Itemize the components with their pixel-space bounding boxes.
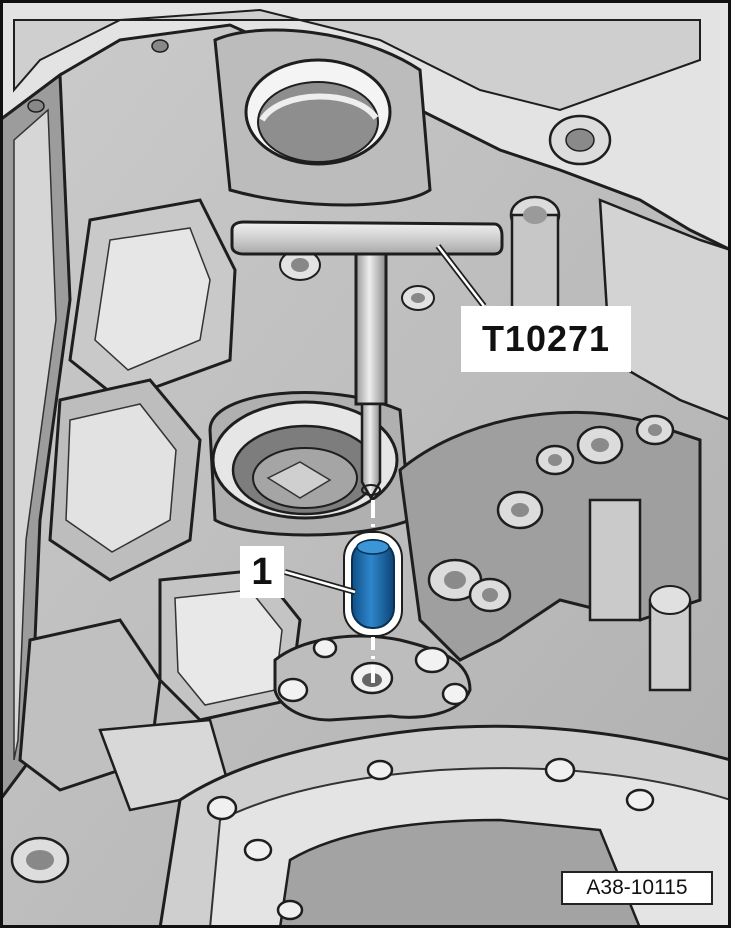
tool-leader [437, 245, 485, 307]
pressure-accumulator-component [343, 531, 403, 637]
item-leader [284, 570, 356, 594]
t-handle-tool [230, 220, 504, 501]
item-callout-label: 1 [240, 546, 284, 598]
figure-id-label: A38-10115 [561, 871, 713, 905]
tool-callout-label: T10271 [461, 306, 631, 372]
